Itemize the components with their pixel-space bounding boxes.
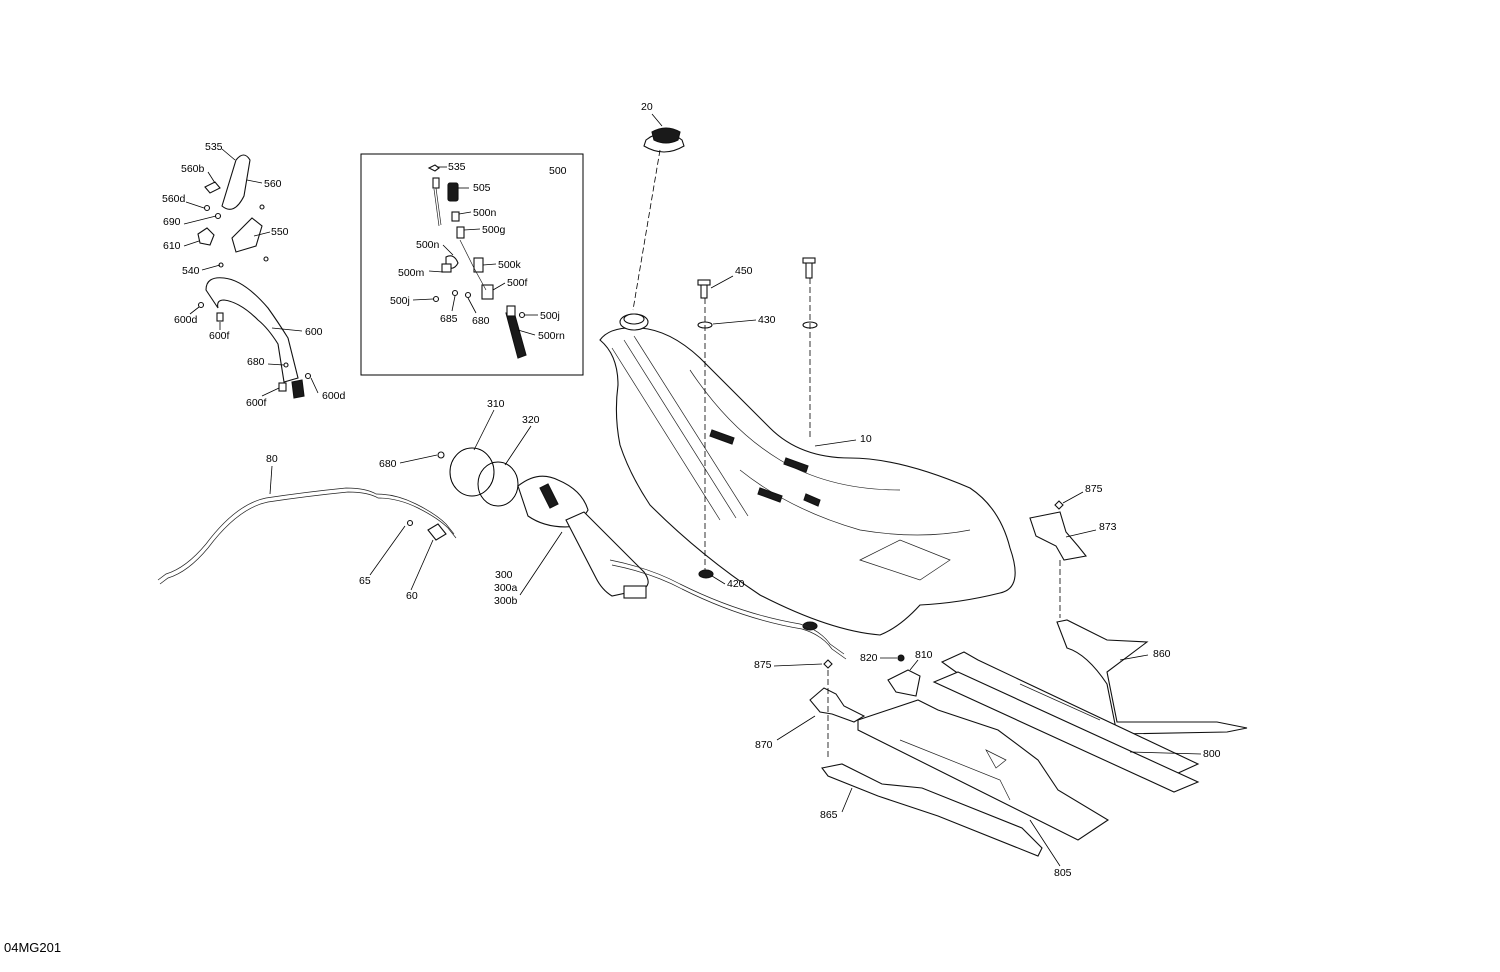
fuel-cap: 20 [632, 101, 685, 311]
callout-535-inset: 535 [448, 161, 466, 173]
callout-300: 300 [495, 569, 513, 581]
callout-80: 80 [266, 453, 278, 465]
callout-300a: 300a [494, 582, 518, 594]
lower-bracket-assembly: 875 820 810 870 865 [754, 649, 1043, 857]
callout-550: 550 [271, 226, 289, 238]
callout-600: 600 [305, 326, 323, 338]
callout-560: 560 [264, 178, 282, 190]
callout-500k: 500k [498, 259, 522, 271]
callout-540: 540 [182, 265, 200, 277]
callout-20: 20 [641, 101, 653, 113]
callout-600f-lower: 600f [246, 397, 267, 409]
callout-680: 680 [247, 356, 265, 368]
vent-stack-drawing [427, 164, 527, 359]
callout-500f: 500f [507, 277, 528, 289]
callout-875-right: 875 [1085, 483, 1103, 495]
callout-500m: 500m [398, 267, 425, 279]
fuel-tank: 10 [599, 313, 1016, 636]
tank-mounting-hardware: 450 430 420 [697, 257, 818, 631]
heat-shields: 800 805 [857, 651, 1221, 879]
callout-500g: 500g [482, 224, 506, 236]
callout-810: 810 [915, 649, 933, 661]
callout-870: 870 [755, 739, 773, 751]
callout-450: 450 [735, 265, 753, 277]
callout-800: 800 [1203, 748, 1221, 760]
fuel-pump-assembly: 310 320 680 300 300a 300b [379, 398, 847, 660]
callout-300b: 300b [494, 595, 518, 607]
callout-65: 65 [359, 575, 371, 587]
fuel-line: 80 65 60 [157, 453, 457, 602]
callout-805: 805 [1054, 867, 1072, 879]
callout-500j-right: 500j [540, 310, 560, 322]
callout-600f-upper: 600f [209, 330, 230, 342]
callout-500: 500 [549, 165, 567, 177]
callout-320: 320 [522, 414, 540, 426]
callout-680-inset: 680 [472, 315, 490, 327]
callout-865: 865 [820, 809, 838, 821]
callout-60: 60 [406, 590, 418, 602]
callout-560b: 560b [181, 163, 205, 175]
callout-690: 690 [163, 216, 181, 228]
callout-860: 860 [1153, 648, 1171, 660]
ring-320 [477, 461, 519, 507]
callout-500rn: 500rn [538, 330, 565, 342]
callout-875-lower: 875 [754, 659, 772, 671]
callout-505: 505 [473, 182, 491, 194]
callout-820: 820 [860, 652, 878, 664]
callout-873: 873 [1099, 521, 1117, 533]
callout-535: 535 [205, 141, 223, 153]
callout-10: 10 [860, 433, 872, 445]
inset-frame [360, 153, 584, 376]
callout-600d-upper: 600d [174, 314, 198, 326]
callout-600d-lower: 600d [322, 390, 346, 402]
callout-680-pump: 680 [379, 458, 397, 470]
callout-420: 420 [727, 578, 745, 590]
inset-500: 535 500 505 500n 500g 500n 500k 500m 500… [360, 153, 584, 376]
callout-430: 430 [758, 314, 776, 326]
figure-code: 04MG201 [4, 940, 61, 955]
callout-500j-left: 500j [390, 295, 410, 307]
filler-hose-assembly: 535 560b 560 560d 690 610 550 540 600d 6… [162, 141, 346, 409]
callout-610: 610 [163, 240, 181, 252]
callout-310: 310 [487, 398, 505, 410]
callout-500n-lower: 500n [416, 239, 440, 251]
right-bracket-assembly: 875 873 860 [1029, 483, 1248, 735]
callout-500n-upper: 500n [473, 207, 497, 219]
ring-310 [449, 447, 495, 497]
callout-685: 685 [440, 313, 458, 325]
callout-560d: 560d [162, 193, 186, 205]
